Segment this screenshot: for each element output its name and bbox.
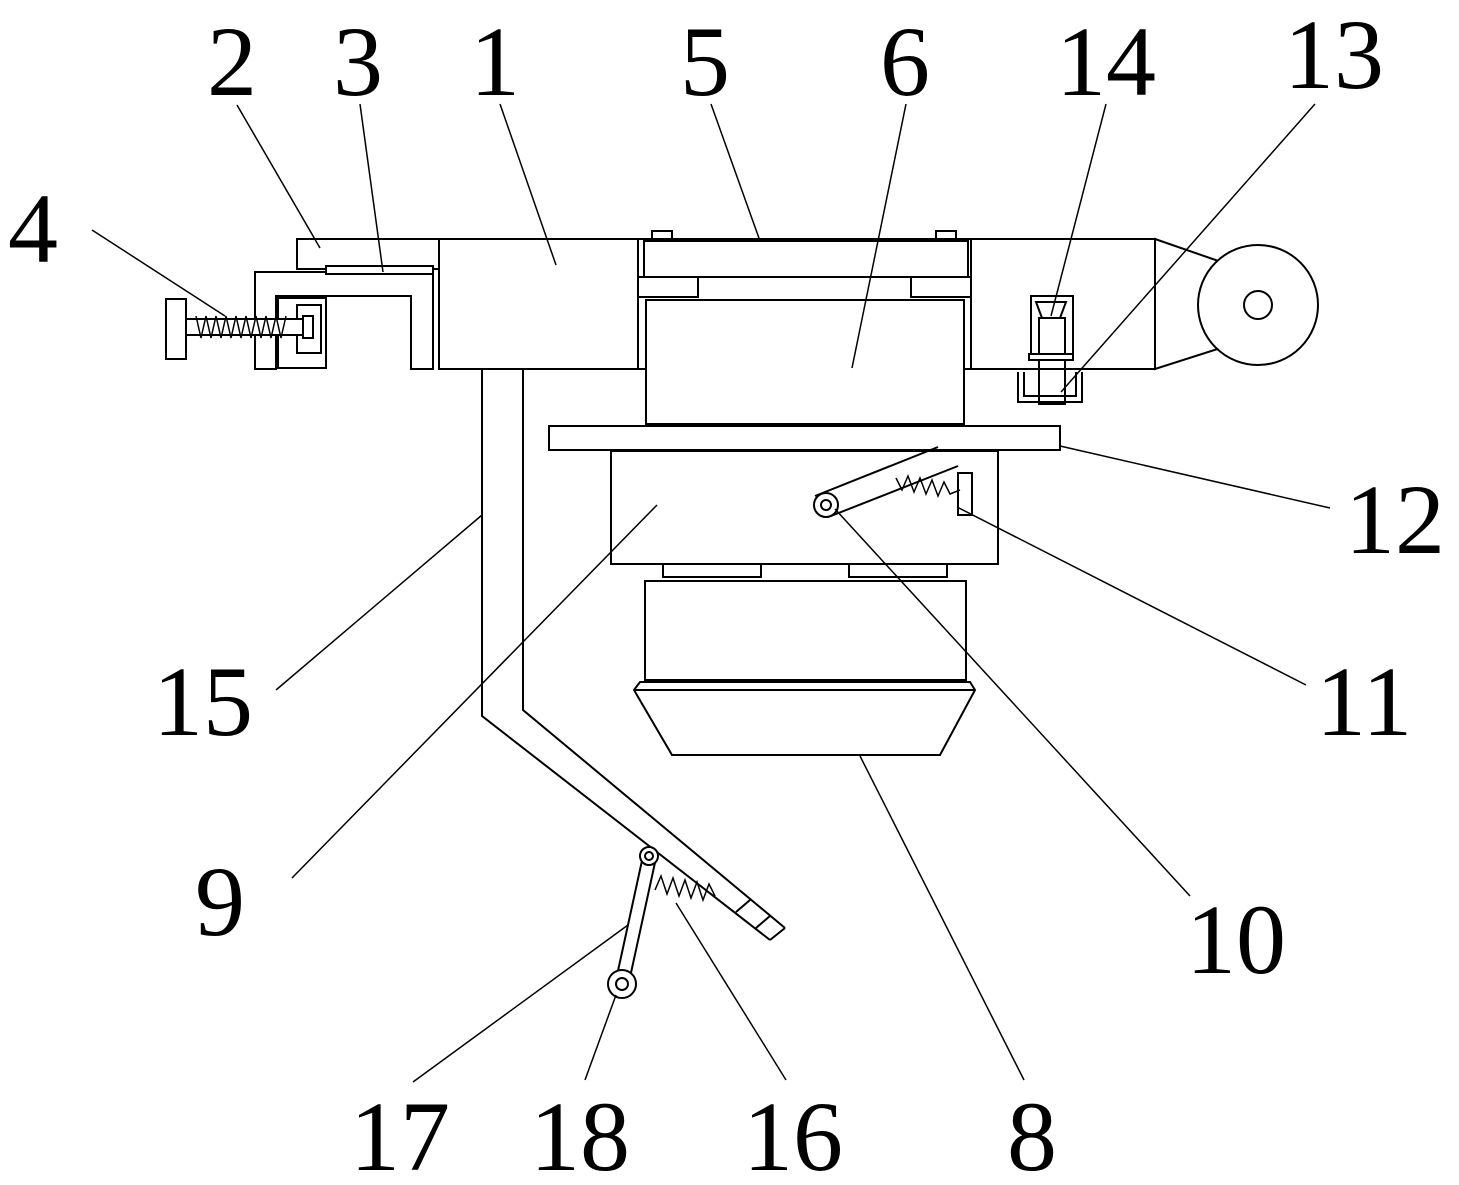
label-17: 17 (350, 1081, 450, 1185)
part-13-14-pin (1018, 296, 1082, 404)
part-6-motor (646, 300, 964, 424)
part-3-top-strip (326, 266, 433, 274)
label-16: 16 (743, 1081, 843, 1185)
part-5-top-plate (638, 231, 971, 297)
label-5: 5 (680, 6, 730, 117)
label-12: 12 (1345, 464, 1445, 575)
label-4: 4 (8, 173, 58, 284)
label-11: 11 (1316, 646, 1412, 757)
label-13: 13 (1284, 0, 1384, 110)
label-14: 14 (1056, 6, 1156, 117)
label-18: 18 (530, 1081, 630, 1185)
part-2-block (297, 239, 439, 269)
part-9-box (611, 451, 998, 564)
spacer-right (849, 564, 947, 577)
spacer-left (663, 564, 761, 577)
label-3: 3 (333, 6, 383, 117)
label-6: 6 (880, 6, 930, 117)
label-8: 8 (1007, 1081, 1057, 1185)
part-12-plate (549, 426, 1060, 450)
label-1: 1 (470, 6, 520, 117)
part-8-head (634, 682, 975, 755)
label-2: 2 (207, 6, 257, 117)
label-15: 15 (153, 646, 253, 757)
label-10: 10 (1186, 884, 1286, 995)
part-16-17-18-link (608, 847, 715, 998)
cushion-block (645, 581, 966, 680)
label-9: 9 (195, 846, 245, 957)
